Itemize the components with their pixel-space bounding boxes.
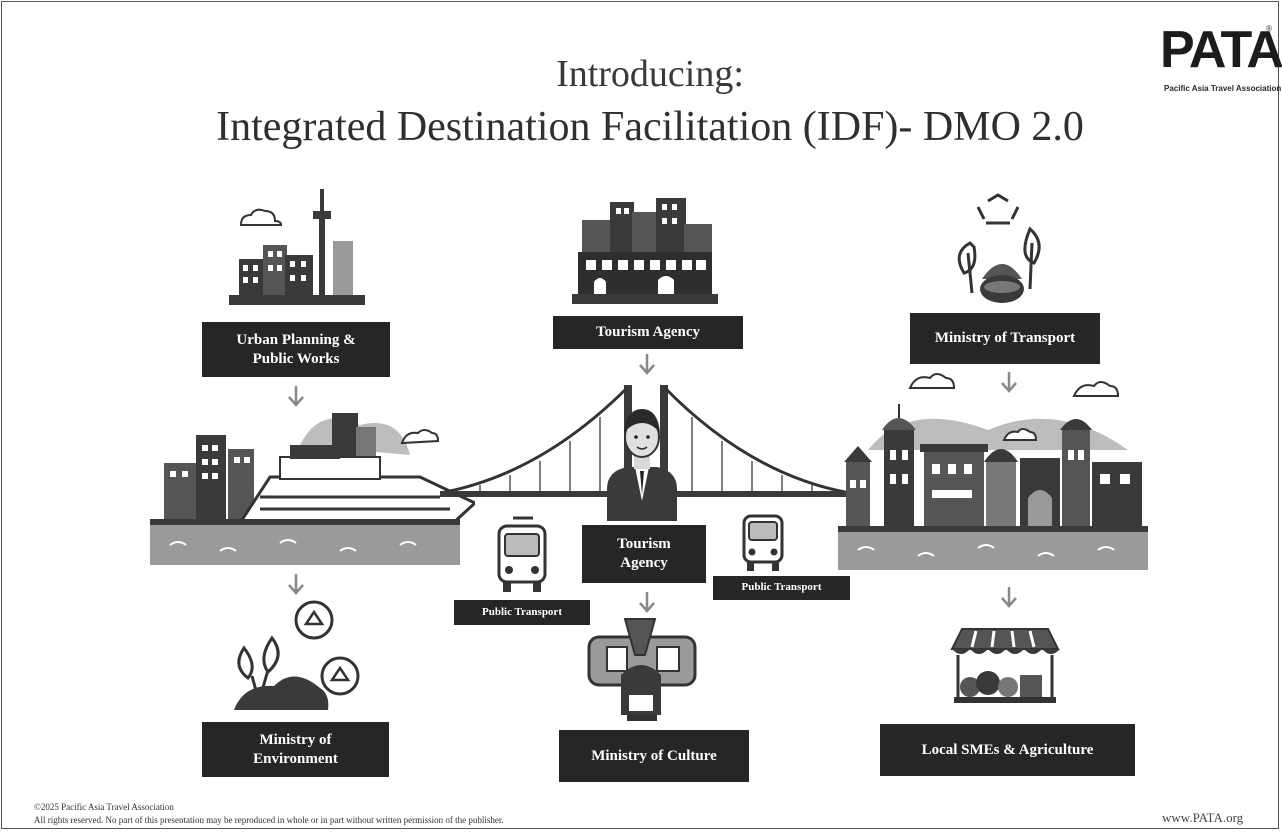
page-title: Integrated Destination Facilitation (IDF… [216,104,1084,150]
footer-copyright: ©2025 Pacific Asia Travel Association Al… [34,801,504,827]
label-public-transport-right: Public Transport [713,576,850,600]
cruise-ship-icon [150,413,475,565]
pata-logo: PATA ® Pacific Asia Travel Association [1160,21,1282,93]
museum-artifacts-icon [587,618,697,721]
down-arrow-icon [639,592,655,613]
plants-recycle-icon [957,193,1041,303]
title-line-1: Introducing: [556,53,744,95]
label-tourism-agency-top: Tourism Agency [553,316,743,349]
city-skyline-icon [229,189,365,305]
rights-line: All rights reserved. No part of this pre… [34,815,504,825]
down-arrow-icon [1001,372,1017,393]
businessman-icon [607,409,677,521]
down-arrow-icon [639,354,655,375]
city-buildings-icon [572,198,718,304]
down-arrow-icon [288,386,304,407]
recycling-plants-icon [234,600,360,710]
old-town-icon [838,373,1148,570]
footer-website[interactable]: www.PATA.org [1162,810,1244,825]
label-ministry-culture: Ministry of Culture [559,730,749,782]
down-arrow-icon [1001,587,1017,608]
label-urban-planning: Urban Planning & Public Works [202,322,390,377]
copyright-line: ©2025 Pacific Asia Travel Association [34,802,174,812]
down-arrow-icon [288,574,304,595]
label-ministry-transport: Ministry of Transport [910,313,1100,364]
label-tourism-agency-center: Tourism Agency [582,525,706,583]
label-local-smes: Local SMEs & Agriculture [880,724,1135,776]
bus-icon[interactable] [740,512,786,574]
market-stall-icon [950,628,1060,703]
label-ministry-environment: Ministry of Environment [202,722,389,777]
bus-icon[interactable] [495,516,550,596]
label-public-transport-left: Public Transport [454,600,590,625]
